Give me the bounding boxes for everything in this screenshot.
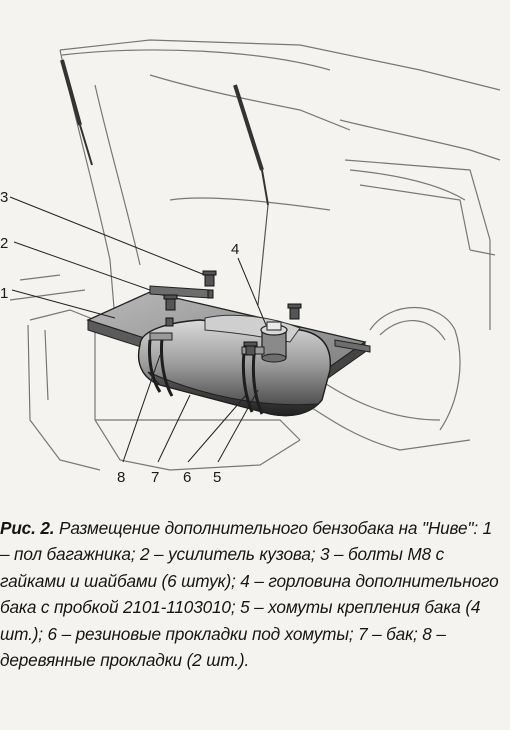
- figure-caption: Рис. 2. Размещение дополнительного бензо…: [0, 515, 504, 673]
- callout-2: 2: [0, 235, 8, 252]
- callout-7: 7: [151, 469, 159, 486]
- bolts-m8: [163, 270, 302, 356]
- callout-6: 6: [183, 469, 191, 486]
- fuel-tank: [137, 314, 332, 417]
- callout-numbers: 3 2 1 4 8 7 6 5: [0, 189, 239, 486]
- fuel-tank-installation-drawing: 3 2 1 4 8 7 6 5: [0, 39, 501, 486]
- callout-4: 4: [231, 241, 239, 258]
- callout-3: 3: [0, 189, 8, 206]
- caption-label: Рис. 2.: [0, 518, 55, 538]
- tailgate-struts: [60, 59, 269, 306]
- tank-clamps: [148, 337, 264, 415]
- filler-neck-with-cap: [260, 321, 288, 363]
- callout-5: 5: [213, 469, 221, 486]
- callout-leaders: [9, 196, 267, 463]
- callout-1: 1: [0, 285, 8, 302]
- caption-text: Размещение дополнительного бензобака на …: [0, 518, 499, 671]
- callout-8: 8: [117, 469, 125, 486]
